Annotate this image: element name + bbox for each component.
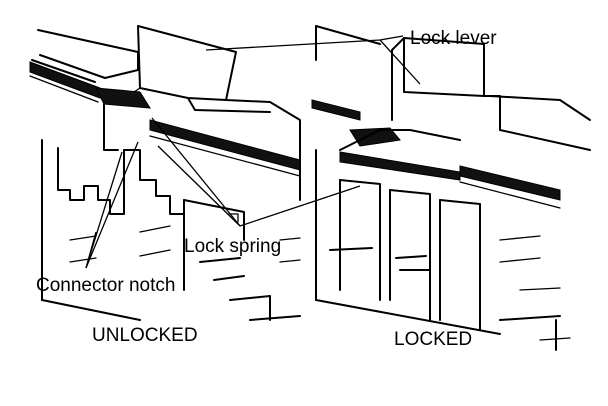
locked-connector bbox=[311, 25, 591, 351]
leader-lines bbox=[85, 35, 421, 269]
lock-lever-unlocked bbox=[137, 25, 237, 101]
label-unlocked: UNLOCKED bbox=[92, 325, 198, 346]
label-lock-lever: Lock lever bbox=[410, 28, 497, 49]
label-locked: LOCKED bbox=[394, 329, 472, 350]
label-connector-notch: Connector notch bbox=[36, 275, 175, 296]
unlocked-connector bbox=[29, 25, 301, 321]
label-lock-spring: Lock spring bbox=[184, 236, 281, 257]
